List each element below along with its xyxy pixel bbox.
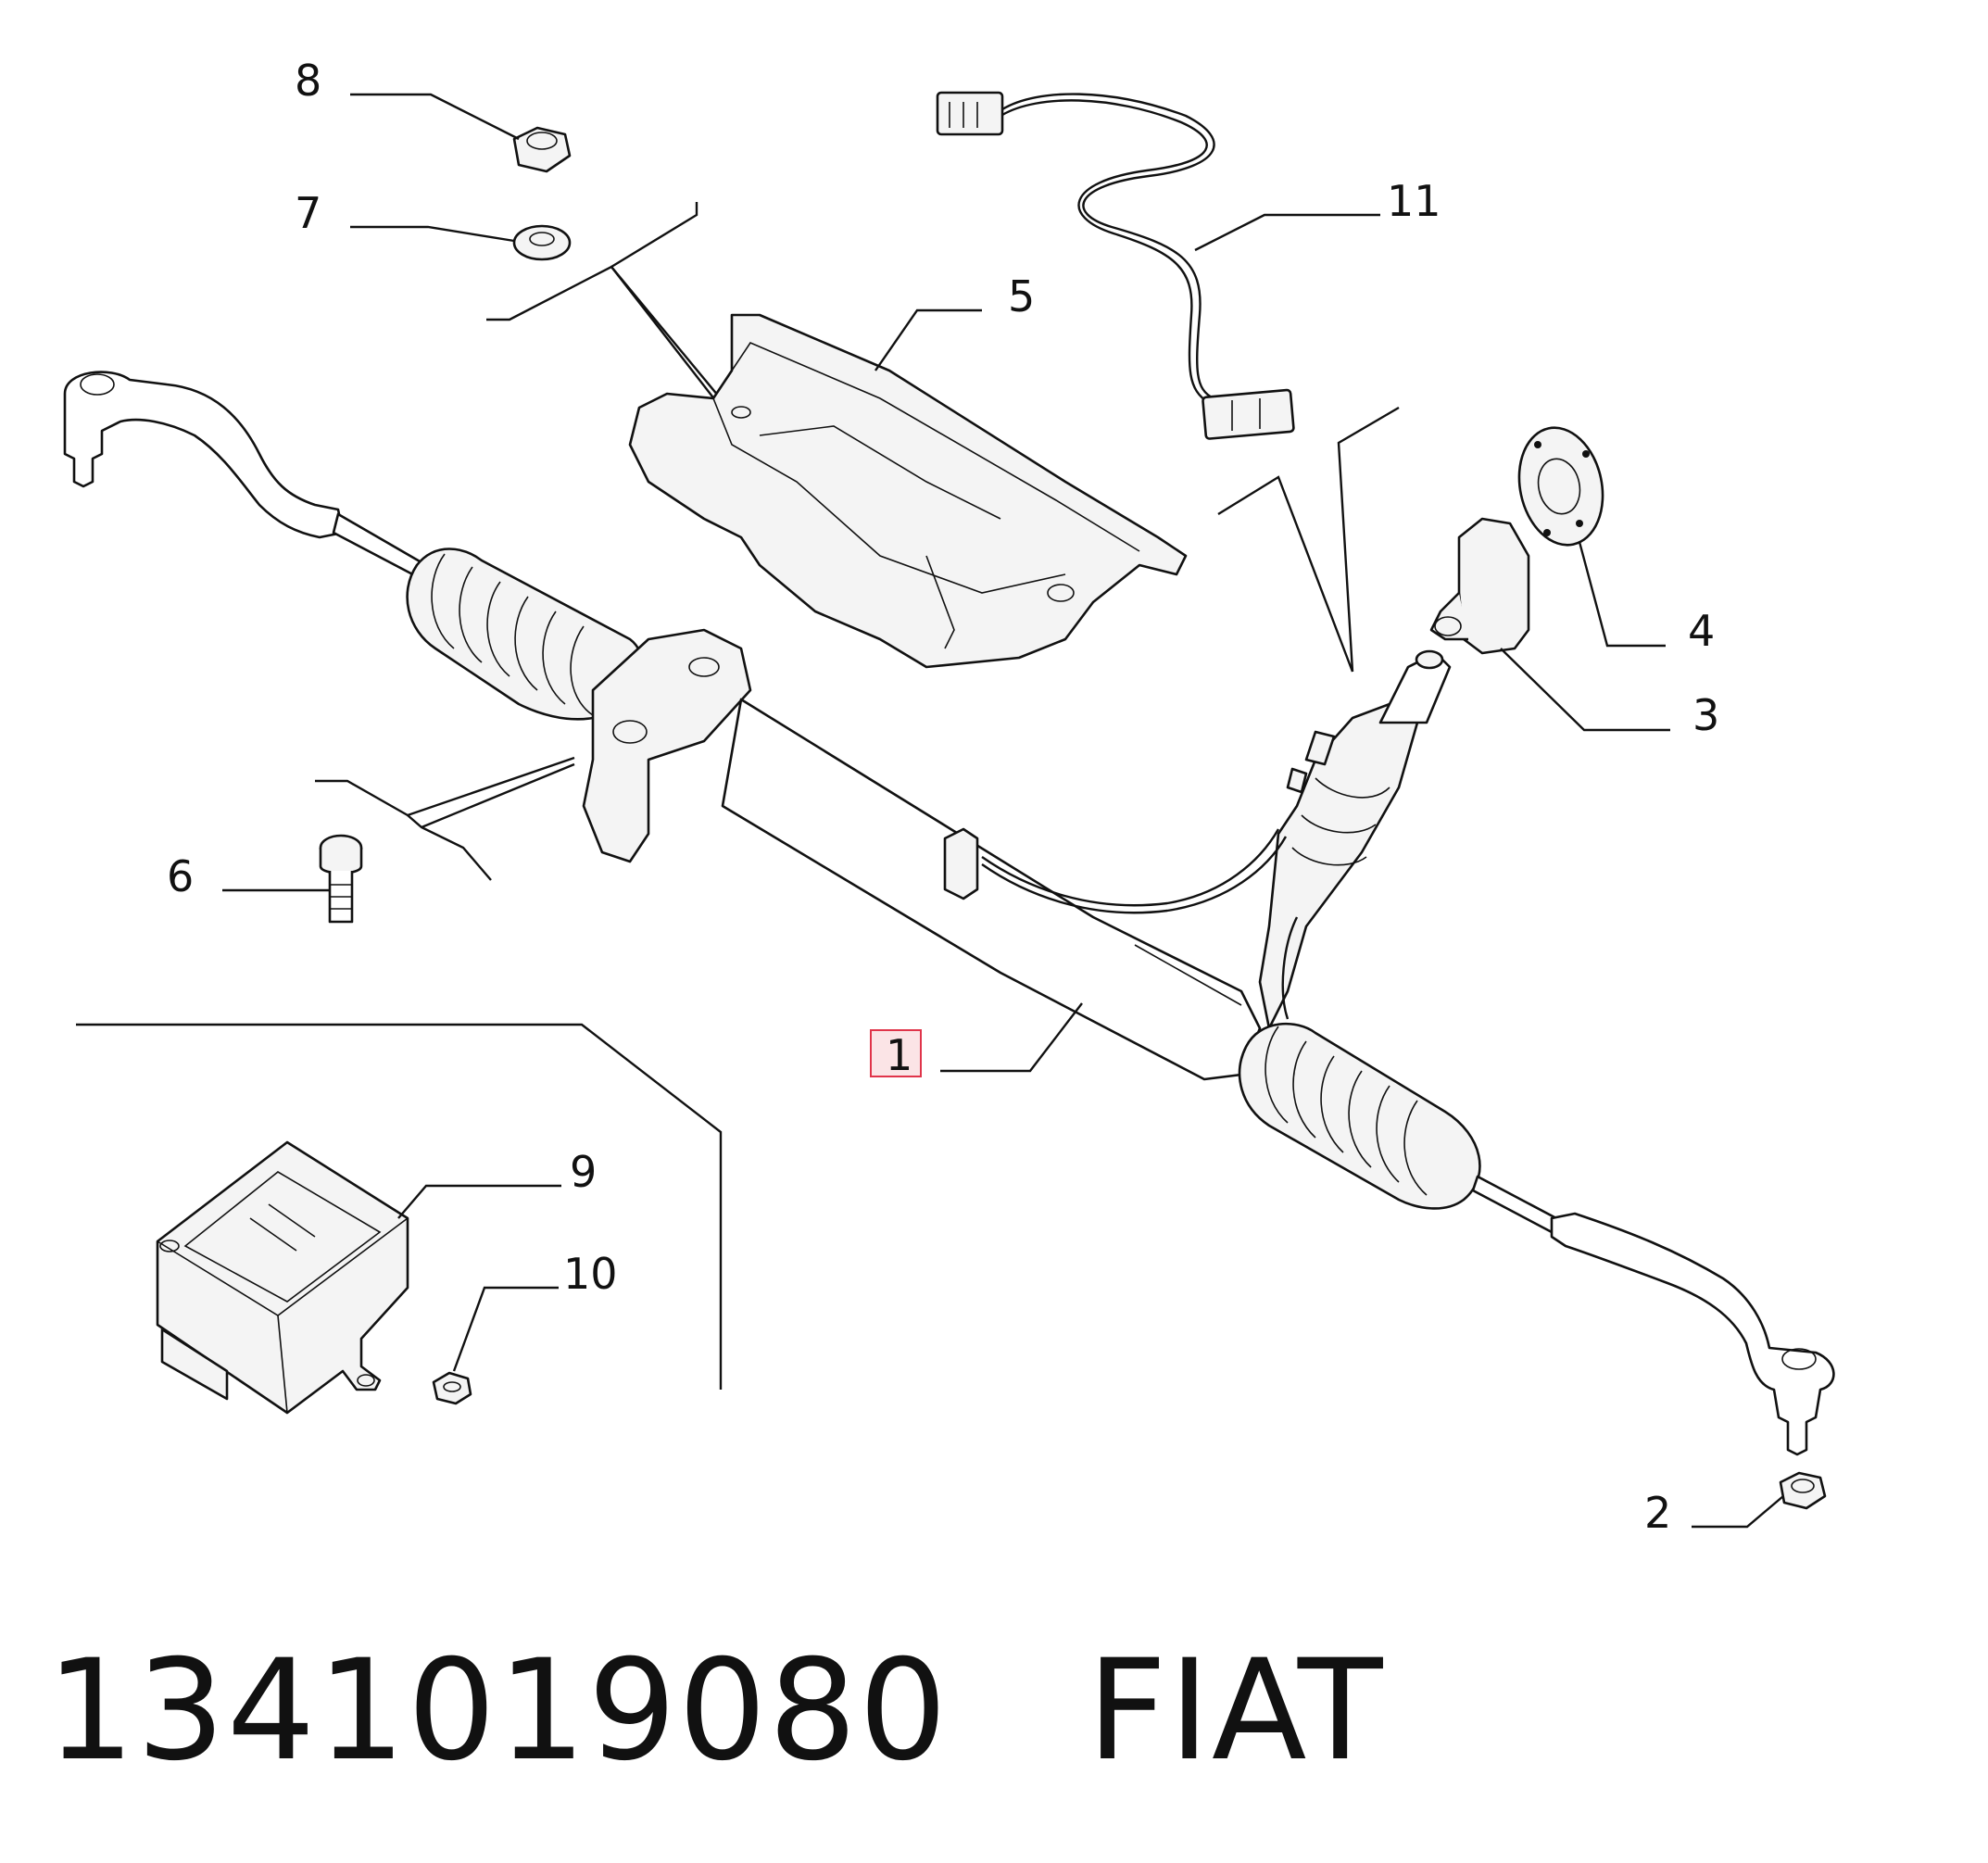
leader-11 bbox=[1194, 213, 1380, 252]
part-caption: 1341019080 FIAT bbox=[46, 1630, 1385, 1792]
leader-9 bbox=[397, 1184, 561, 1219]
part-4-gasket bbox=[1517, 426, 1604, 547]
leader-4 bbox=[1578, 541, 1666, 648]
part-11-wiring-harness bbox=[936, 91, 1295, 440]
callout-3: 3 bbox=[1692, 690, 1719, 740]
callout-11: 11 bbox=[1387, 176, 1441, 226]
leader-3 bbox=[1500, 648, 1670, 732]
right-bellows bbox=[1238, 1022, 1481, 1210]
part-3-seal bbox=[1429, 517, 1530, 655]
brand-name: FIAT bbox=[1087, 1630, 1385, 1792]
part-number: 1341019080 bbox=[46, 1630, 950, 1792]
callout-5: 5 bbox=[1008, 271, 1035, 321]
part-8-nut bbox=[512, 126, 572, 173]
part-7-washer bbox=[512, 224, 572, 261]
part-9-ecu-module bbox=[156, 1140, 409, 1415]
leader-8 bbox=[350, 93, 520, 141]
part-10-nut bbox=[432, 1371, 472, 1405]
leader-2 bbox=[1692, 1495, 1784, 1529]
callout-9: 9 bbox=[570, 1147, 597, 1197]
part-1-steering-rack bbox=[63, 371, 1835, 1456]
leader-1 bbox=[940, 1002, 1083, 1073]
leader-10 bbox=[452, 1286, 559, 1372]
leader-5 bbox=[874, 308, 982, 371]
part-6-bolt bbox=[319, 834, 363, 924]
part-2-nut bbox=[1779, 1471, 1827, 1510]
callout-4: 4 bbox=[1688, 606, 1715, 656]
part-5-heat-shield bbox=[628, 313, 1188, 669]
leader-7 bbox=[350, 225, 515, 243]
callout-8: 8 bbox=[295, 56, 321, 106]
callout-1: 1 bbox=[886, 1030, 912, 1080]
callout-6: 6 bbox=[167, 851, 194, 901]
callout-7: 7 bbox=[295, 188, 321, 238]
callout-10: 10 bbox=[563, 1249, 618, 1299]
left-bellows bbox=[406, 548, 646, 721]
callout-2: 2 bbox=[1644, 1488, 1671, 1538]
callout-1-highlight bbox=[870, 1029, 922, 1077]
